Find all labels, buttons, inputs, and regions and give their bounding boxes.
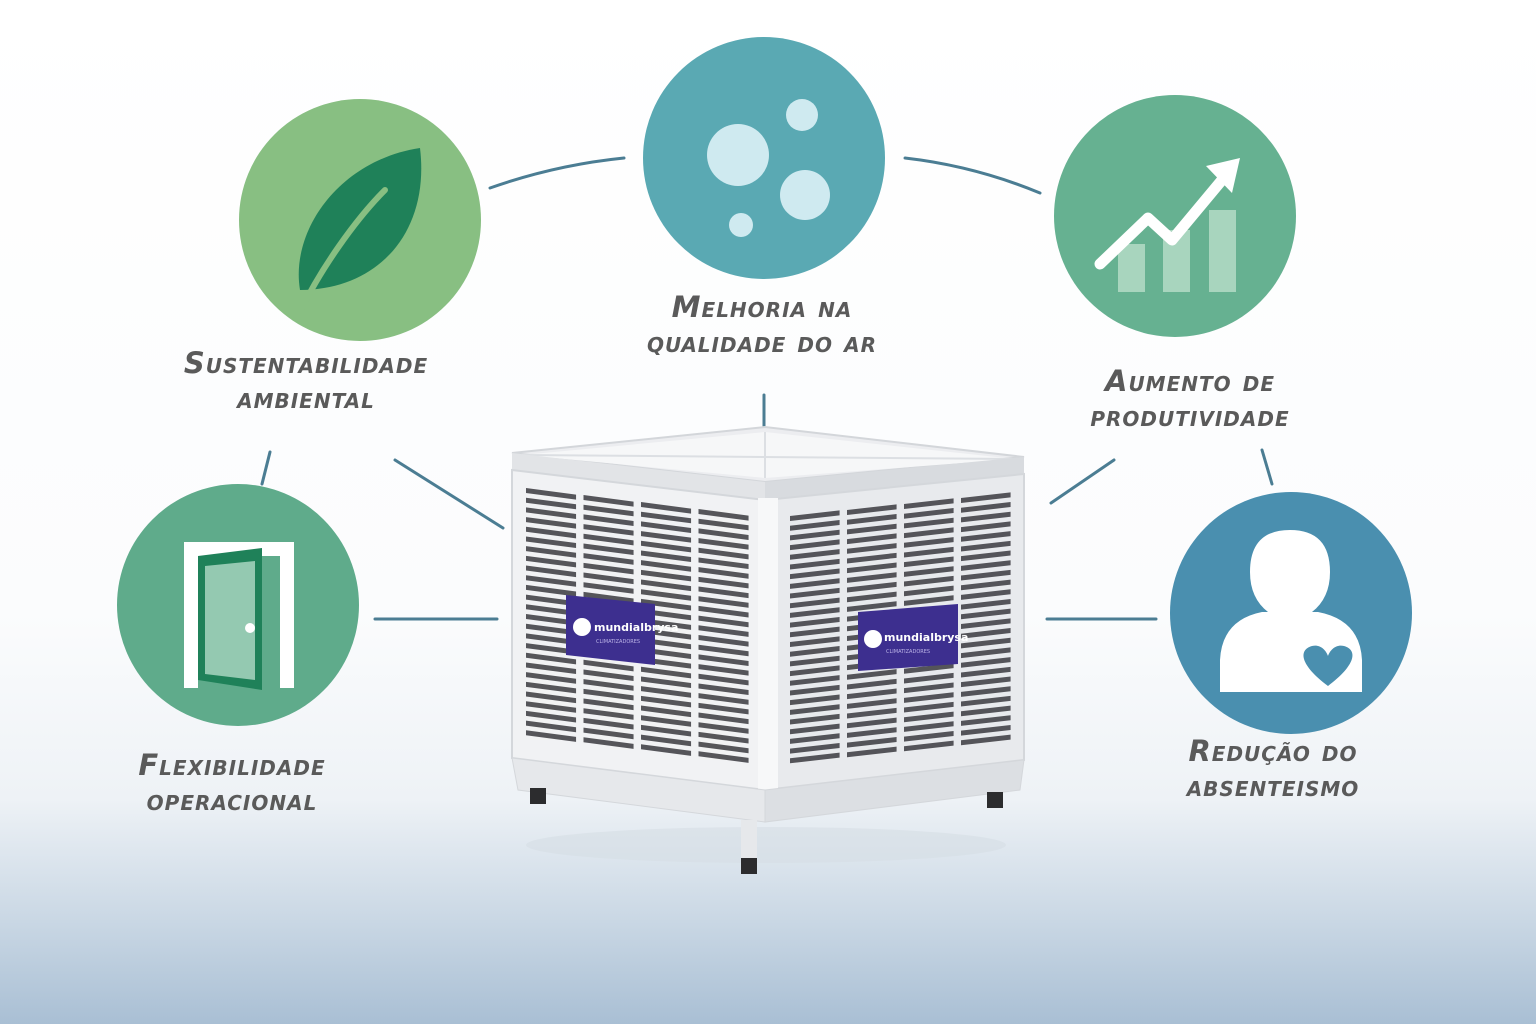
air-bubbles-icon bbox=[707, 99, 830, 237]
connector-arc-right bbox=[903, 156, 1042, 195]
brand-name-left: mundialbrysa bbox=[594, 621, 678, 634]
label-line1: Melhoria na bbox=[671, 290, 853, 324]
benefit-circle-sustentabilidade bbox=[239, 99, 481, 341]
brand-badge-left: mundialbrysa CLIMATIZADORES bbox=[566, 595, 678, 665]
label-line1: Sustentabilidade bbox=[183, 346, 429, 380]
cooler-product-image: mundialbrysa CLIMATIZADORES mundialbrysa… bbox=[511, 425, 1025, 874]
person-heart-icon bbox=[1220, 530, 1362, 692]
benefit-circle-absenteismo bbox=[1170, 492, 1412, 734]
label-line2: operacional bbox=[146, 782, 318, 817]
label-flexibilidade: Flexibilidade operacional bbox=[108, 748, 356, 818]
circle-background bbox=[1054, 95, 1296, 337]
brand-tagline-left: CLIMATIZADORES bbox=[596, 639, 640, 645]
benefit-circle-flexibilidade bbox=[117, 484, 359, 726]
label-line2: absenteismo bbox=[1186, 768, 1360, 803]
label-line2: ambiental bbox=[237, 380, 375, 415]
benefit-circle-qualidade-ar bbox=[643, 37, 885, 279]
connector-sustentabilidade-flex bbox=[260, 450, 272, 486]
connector-produtividade-absent bbox=[1260, 448, 1274, 486]
label-line2: qualidade do ar bbox=[646, 324, 878, 359]
door-icon bbox=[184, 542, 294, 690]
connector-produtividade-cooler bbox=[1049, 458, 1116, 505]
connector-sustentabilidade-cooler bbox=[393, 458, 505, 530]
brand-name-right: mundialbrysa bbox=[884, 631, 968, 644]
label-produtividade: Aumento de produtividade bbox=[1066, 364, 1314, 434]
growth-chart-icon bbox=[1094, 158, 1240, 292]
brand-tagline-right: CLIMATIZADORES bbox=[886, 649, 930, 655]
louvers-right bbox=[790, 492, 1011, 764]
brand-badge-right: mundialbrysa CLIMATIZADORES bbox=[858, 604, 968, 671]
leaf-icon bbox=[297, 148, 422, 315]
benefit-circle-produtividade bbox=[1054, 95, 1296, 337]
connector-lines bbox=[260, 156, 1274, 621]
label-line1: Redução do bbox=[1188, 734, 1358, 768]
label-qualidade-ar: Melhoria na qualidade do ar bbox=[612, 290, 912, 360]
label-line2: produtividade bbox=[1090, 398, 1290, 433]
label-line1: Aumento de bbox=[1105, 364, 1275, 398]
label-absenteismo: Redução do absenteismo bbox=[1158, 734, 1388, 804]
connector-arc-left bbox=[488, 156, 626, 190]
label-line1: Flexibilidade bbox=[138, 748, 326, 782]
label-sustentabilidade: Sustentabilidade ambiental bbox=[166, 346, 446, 416]
